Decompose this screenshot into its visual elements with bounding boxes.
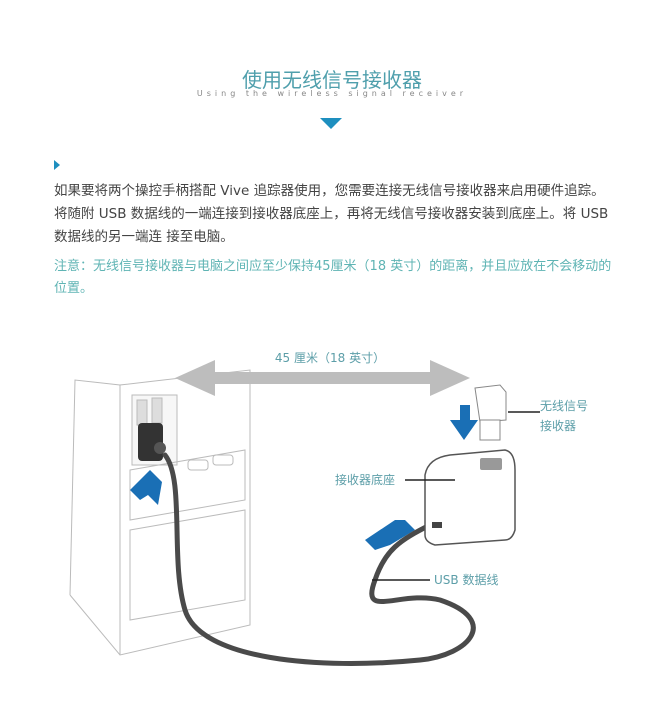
cable-label: USB 数据线 xyxy=(434,572,498,587)
page-title: 使用无线信号接收器 xyxy=(242,68,422,92)
wireless-receiver xyxy=(474,384,507,441)
page-subtitle: Using the wireless signal receiver xyxy=(196,89,468,98)
distance-arrow xyxy=(175,360,470,396)
base-plug-arrow xyxy=(365,520,415,550)
triangle-down-icon xyxy=(320,118,342,129)
receiver-label-1: 无线信号 xyxy=(540,399,588,413)
plug-in-arrow xyxy=(130,470,162,505)
usb-plug xyxy=(138,423,166,461)
triangle-right-icon xyxy=(54,160,60,170)
note-text: 注意：无线信号接收器与电脑之间应至少保持45厘米（18 英寸）的距离，并且应放在… xyxy=(54,259,612,296)
base-label: 接收器底座 xyxy=(335,472,395,487)
computer-tower xyxy=(69,369,251,656)
receiver-down-arrow xyxy=(450,405,478,440)
receiver-base xyxy=(424,449,516,546)
instruction-paragraph: 如果要将两个操控手柄搭配 Vive 追踪器使用，您需要连接无线信号接收器来启用硬… xyxy=(54,183,609,245)
distance-label: 45 厘米（18 英寸） xyxy=(275,351,385,365)
receiver-label-2: 接收器 xyxy=(540,418,576,433)
